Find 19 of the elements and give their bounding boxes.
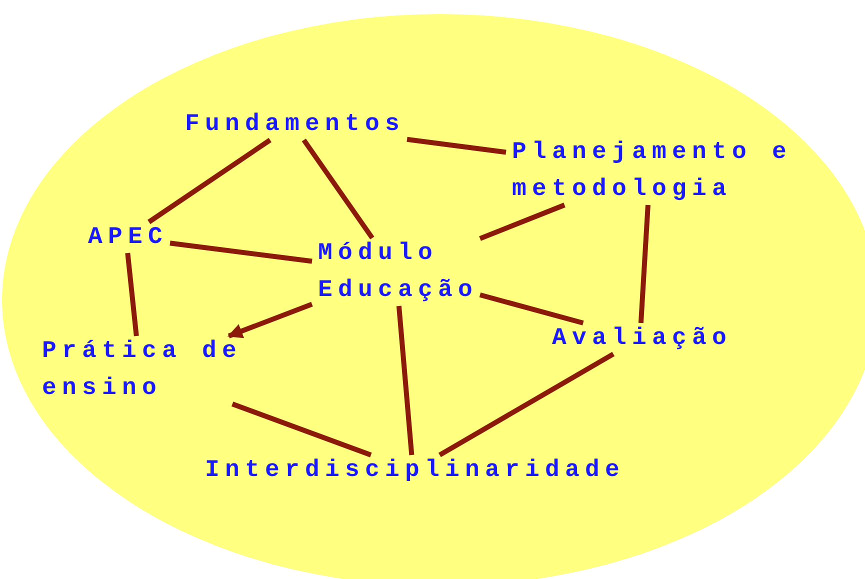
node-label: APEC	[88, 224, 168, 251]
connector-line	[479, 202, 566, 241]
node-label: Planejamento e metodologia	[512, 139, 792, 203]
connector-line	[638, 204, 650, 324]
node-label: Fundamentos	[185, 111, 406, 138]
node-label: Prática de ensino	[42, 338, 242, 402]
connector-line	[302, 138, 374, 240]
connector-line	[438, 352, 615, 458]
connector-line	[406, 136, 506, 155]
connector-line	[125, 252, 139, 336]
connector-line	[148, 138, 272, 224]
node-label: Interdisciplinaridade	[205, 457, 626, 484]
connector-line	[232, 402, 372, 458]
arrow	[227, 302, 313, 338]
node-label: Avaliação	[552, 325, 732, 352]
node-label: Módulo Educação	[318, 240, 478, 304]
connector-line	[170, 240, 312, 264]
connector-line	[396, 306, 414, 456]
connector-line	[479, 292, 584, 326]
